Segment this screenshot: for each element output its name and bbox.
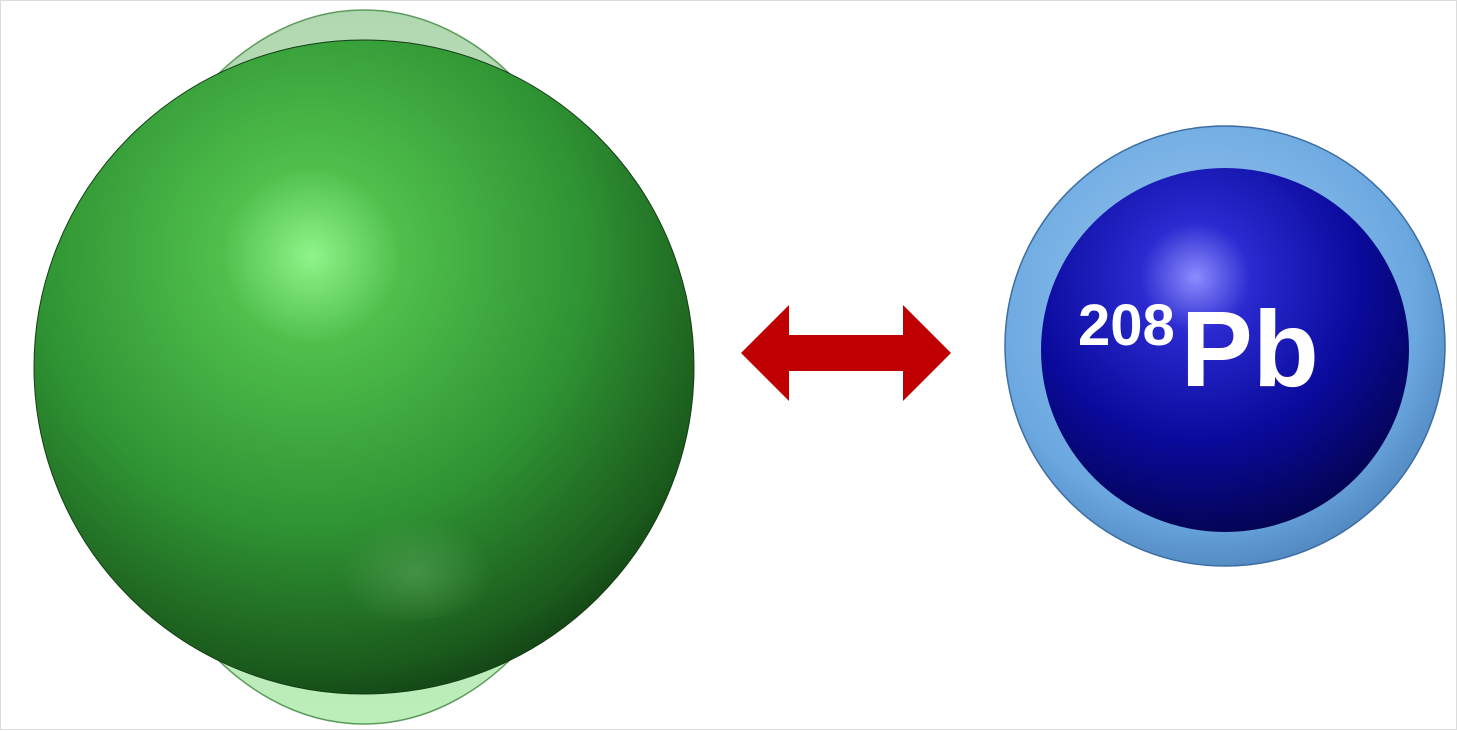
deformed-nucleus [34, 10, 694, 724]
lead-nucleus: 208Pb [1005, 126, 1445, 566]
arrow-shape [741, 305, 951, 401]
mass-number: 208 [1078, 293, 1175, 358]
element-symbol: Pb [1181, 288, 1319, 409]
double-headed-arrow-icon [741, 305, 951, 401]
deformed-nucleus-reflection [251, 401, 551, 621]
